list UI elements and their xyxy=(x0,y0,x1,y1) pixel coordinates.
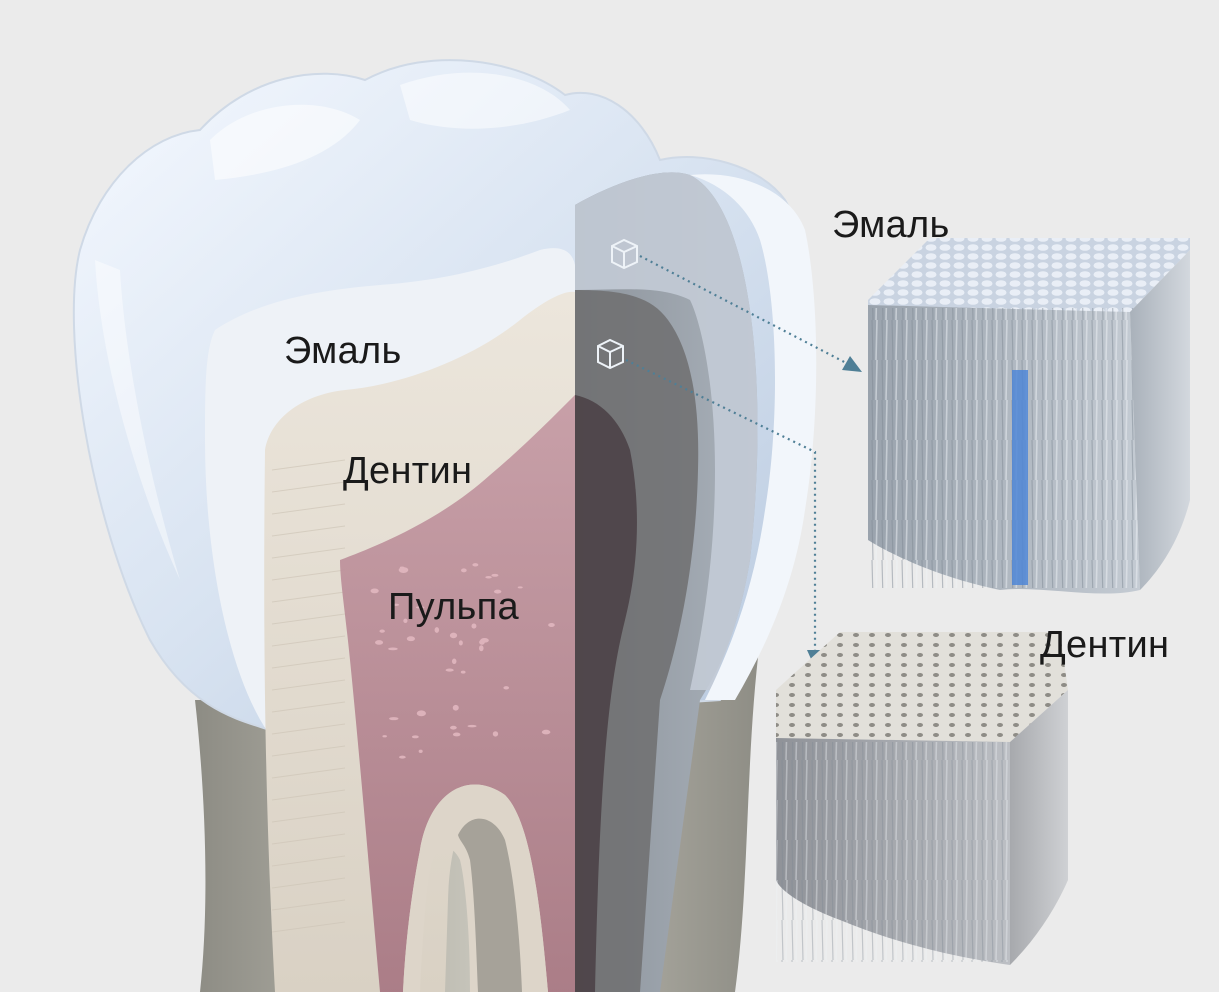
tooth-enamel-label: Эмаль xyxy=(284,330,402,373)
dentin-microstructure-cube xyxy=(776,632,1068,965)
tooth-pulp-label: Пульпа xyxy=(388,586,519,629)
enamel-microstructure-cube xyxy=(868,238,1190,594)
enamel-rod-highlight xyxy=(1012,370,1028,585)
inset-enamel-label: Эмаль xyxy=(832,204,950,247)
tooth-illustration xyxy=(74,60,816,992)
inset-dentin-label: Дентин xyxy=(1040,624,1169,667)
dentin-cube-top xyxy=(776,632,1068,742)
enamel-arrowhead xyxy=(842,356,862,372)
tooth-dentin-label: Дентин xyxy=(343,450,472,493)
